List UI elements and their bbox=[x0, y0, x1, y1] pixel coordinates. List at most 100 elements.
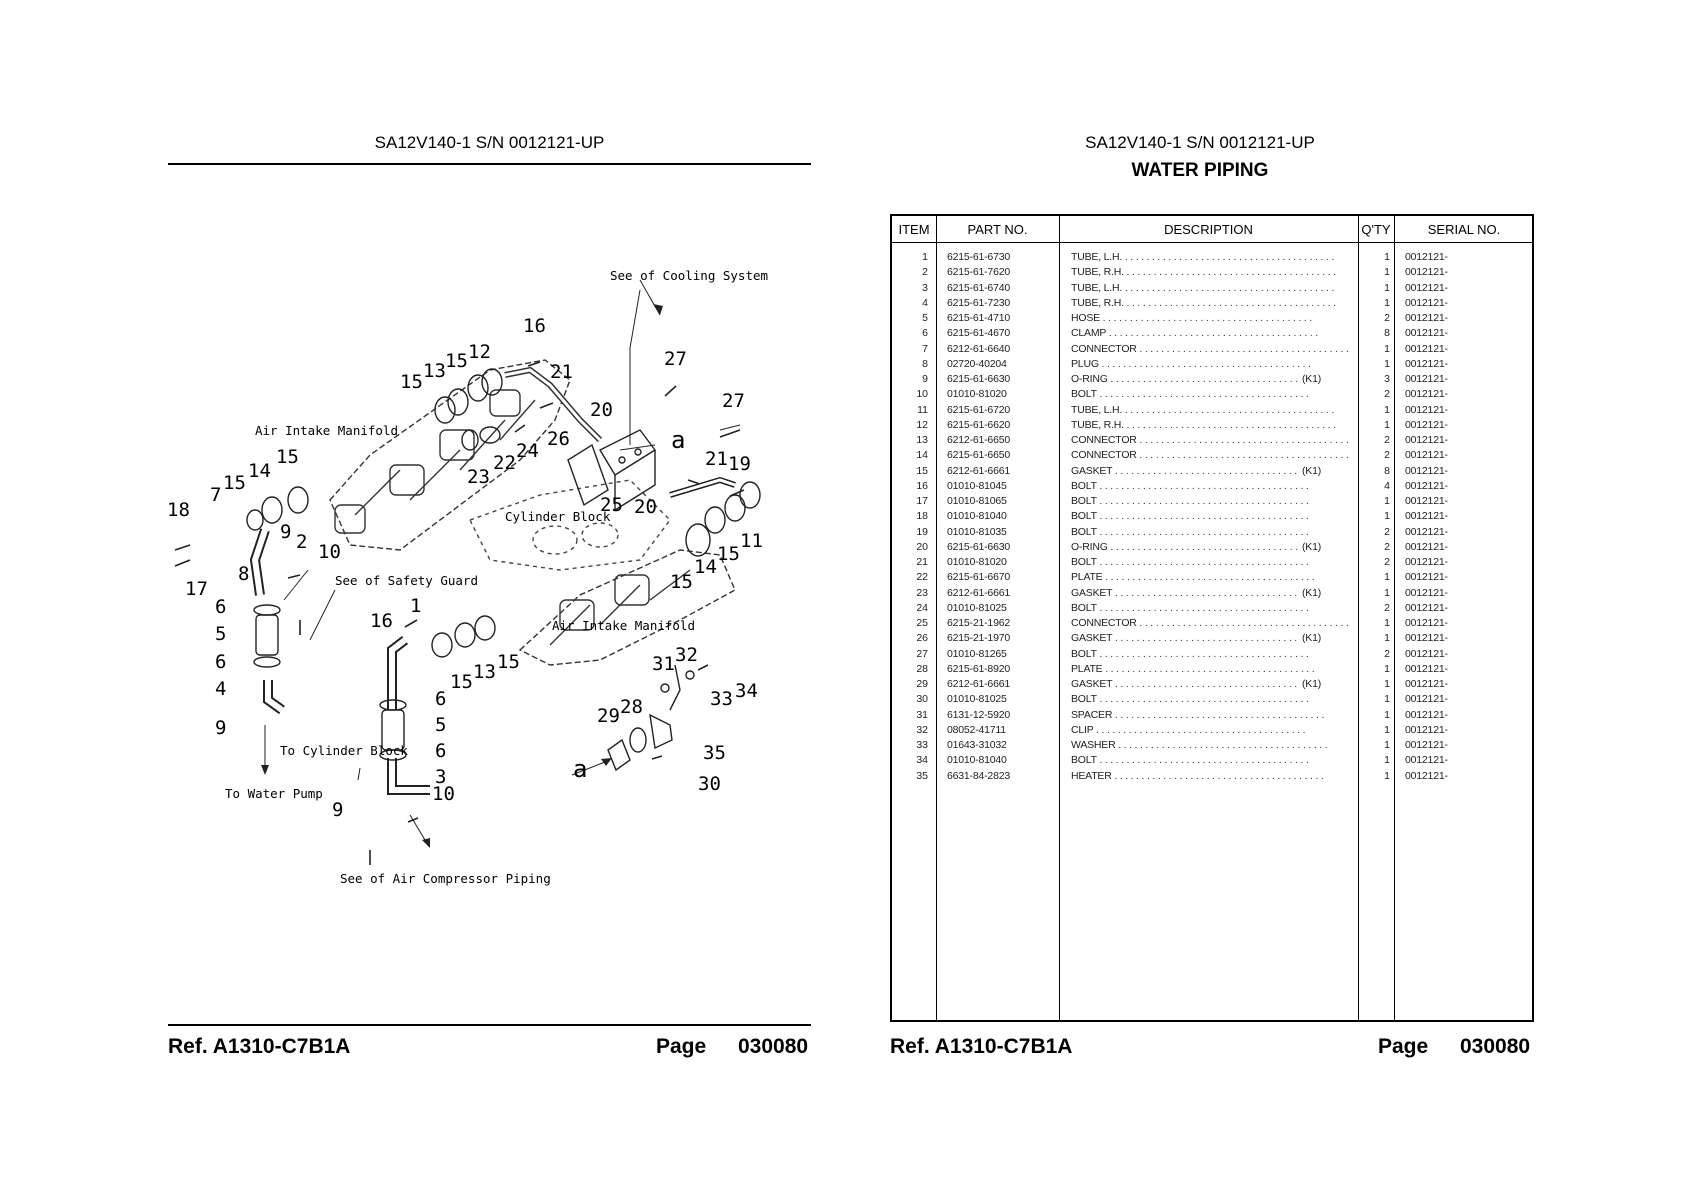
part-no-cell: 6215-61-6720 bbox=[947, 403, 1010, 416]
note-air-intake-upper: Air Intake Manifold bbox=[255, 423, 398, 438]
qty-cell: 1 bbox=[1384, 281, 1390, 294]
callout-15: 15 bbox=[400, 371, 423, 393]
part-no-cell: 6215-61-4710 bbox=[947, 312, 1010, 324]
qty-cell: 2 bbox=[1384, 540, 1390, 553]
qty-cell: 2 bbox=[1384, 525, 1390, 538]
dot-leader: . . . . . . . . . . . . . . . . . . . . … bbox=[1122, 281, 1335, 294]
header-item: ITEM bbox=[898, 222, 930, 237]
page-number: 030080 bbox=[738, 1035, 809, 1058]
description-cell: BOLT . . . . . . . . . . . . . . . . . .… bbox=[1071, 388, 1366, 400]
callout-21: 21 bbox=[705, 448, 728, 470]
callout-1: 1 bbox=[410, 595, 422, 617]
qty-cell: 1 bbox=[1384, 586, 1390, 599]
description-cell: SPACER . . . . . . . . . . . . . . . . .… bbox=[1071, 709, 1366, 721]
kit-code: (K1) bbox=[1299, 464, 1325, 477]
description-text: BOLT bbox=[1071, 479, 1097, 492]
callout-30: 30 bbox=[698, 773, 721, 795]
parts-list-page: SA12V140-1 S/N 0012121-UP WATER PIPING I… bbox=[842, 0, 1684, 1190]
item-cell: 8 bbox=[922, 357, 928, 370]
serial-cell: 0012121- bbox=[1405, 662, 1448, 675]
dot-leader: . . . . . . . . . . . . . . . . . . . . … bbox=[1122, 403, 1335, 416]
callout-15: 15 bbox=[276, 446, 299, 468]
header-part-no: PART NO. bbox=[967, 222, 1028, 237]
item-cell: 21 bbox=[916, 556, 928, 568]
qty-cell: 8 bbox=[1384, 327, 1390, 340]
description-text: TUBE, L.H. bbox=[1071, 403, 1123, 416]
dot-leader: . . . . . . . . . . . . . . . . . . . . … bbox=[1107, 373, 1320, 385]
serial-cell: 0012121- bbox=[1405, 525, 1448, 538]
callout-33: 33 bbox=[710, 688, 733, 710]
description-text: BOLT bbox=[1071, 510, 1097, 523]
callout-6: 6 bbox=[215, 651, 227, 673]
callout-31: 31 bbox=[652, 653, 675, 675]
part-no-cell: 6131-12-5920 bbox=[947, 708, 1010, 721]
qty-cell: 1 bbox=[1384, 769, 1390, 782]
serial-cell: 0012121- bbox=[1405, 601, 1448, 614]
description-text: HOSE bbox=[1071, 312, 1100, 324]
part-no-cell: 6212-61-6661 bbox=[947, 464, 1010, 477]
serial-cell: 0012121- bbox=[1405, 632, 1448, 645]
dot-leader: . . . . . . . . . . . . . . . . . . . . … bbox=[1112, 632, 1325, 645]
part-no-cell: 6215-61-6740 bbox=[947, 281, 1010, 294]
item-cell: 7 bbox=[922, 342, 928, 355]
description-text: BOLT bbox=[1071, 525, 1097, 538]
description-text: BOLT bbox=[1071, 754, 1097, 767]
serial-cell: 0012121- bbox=[1405, 647, 1448, 660]
description-text: GASKET bbox=[1071, 586, 1113, 599]
qty-cell: 1 bbox=[1384, 739, 1390, 751]
description-text: TUBE, R.H. bbox=[1071, 418, 1124, 431]
description-text: TUBE, R.H. bbox=[1071, 266, 1124, 279]
description-cell: CONNECTOR . . . . . . . . . . . . . . . … bbox=[1071, 343, 1366, 355]
description-cell: BOLT . . . . . . . . . . . . . . . . . .… bbox=[1071, 480, 1366, 492]
column-divider bbox=[1059, 216, 1060, 1020]
serial-cell: 0012121- bbox=[1405, 418, 1448, 431]
callout-15: 15 bbox=[450, 671, 473, 693]
qty-cell: 1 bbox=[1384, 296, 1390, 309]
column-divider bbox=[936, 216, 937, 1020]
header-divider bbox=[892, 242, 1532, 243]
dot-leader: . . . . . . . . . . . . . . . . . . . . … bbox=[1096, 601, 1309, 614]
description-text: GASKET bbox=[1071, 464, 1113, 477]
description-text: CONNECTOR bbox=[1071, 617, 1137, 629]
serial-cell: 0012121- bbox=[1405, 723, 1448, 736]
description-text: GASKET bbox=[1071, 678, 1113, 690]
description-text: BOLT bbox=[1071, 388, 1097, 401]
kit-code: (K1) bbox=[1299, 586, 1325, 599]
qty-cell: 2 bbox=[1384, 449, 1390, 462]
qty-cell: 1 bbox=[1384, 693, 1390, 706]
callout-14: 14 bbox=[694, 556, 717, 578]
note-air-compressor: See of Air Compressor Piping bbox=[340, 871, 551, 886]
callout-7: 7 bbox=[210, 484, 222, 506]
serial-cell: 0012121- bbox=[1405, 556, 1448, 568]
qty-cell: 1 bbox=[1384, 678, 1390, 690]
serial-cell: 0012121- bbox=[1405, 479, 1448, 492]
part-no-cell: 6212-61-6650 bbox=[947, 434, 1010, 446]
callout-19: 19 bbox=[728, 453, 751, 475]
qty-cell: 1 bbox=[1384, 495, 1390, 507]
description-cell: BOLT . . . . . . . . . . . . . . . . . .… bbox=[1071, 648, 1366, 660]
part-no-cell: 6212-61-6661 bbox=[947, 678, 1010, 690]
part-no-cell: 01010-81265 bbox=[947, 647, 1007, 660]
qty-cell: 1 bbox=[1384, 617, 1390, 629]
serial-cell: 0012121- bbox=[1405, 708, 1448, 721]
diagram-page: SA12V140-1 S/N 0012121-UP bbox=[167, 133, 811, 1058]
qty-cell: 1 bbox=[1384, 418, 1390, 431]
qty-cell: 3 bbox=[1384, 373, 1390, 385]
description-cell: CONNECTOR . . . . . . . . . . . . . . . … bbox=[1071, 434, 1366, 446]
note-cylinder-block: Cylinder Block bbox=[505, 509, 611, 524]
item-cell: 23 bbox=[916, 586, 928, 599]
description-cell: PLATE . . . . . . . . . . . . . . . . . … bbox=[1071, 571, 1366, 583]
